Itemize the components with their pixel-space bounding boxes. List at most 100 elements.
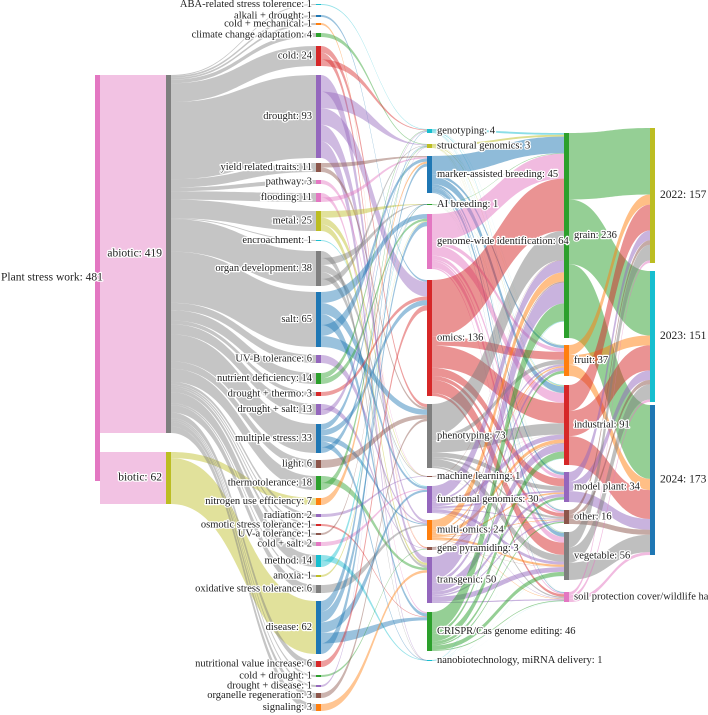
link-functional-genomics-to-soil-protection-cover-wildlife-habitat [432,512,564,599]
node-drought-salt [316,404,321,415]
label-light: light: 6 [282,458,312,469]
link-omics-to-other [432,376,564,517]
link-machine-learning-to-grain [432,259,564,477]
link-multiple-stress-to-multi-omics [321,435,427,525]
link-ai-breeding-to-grain [432,153,564,205]
nodes-layer [95,4,655,711]
node-grain [564,133,569,338]
link-abiotic-drought [171,75,316,180]
link-uv-a-tolerance-to-ai-breeding [321,204,427,535]
label-marker-assisted-breeding: marker-assisted breeding: 45 [437,169,558,180]
node-aba-related-stress-tolerence [316,4,321,5]
label-genotyping: genotyping: 4 [437,125,496,136]
link-structural-genomics-to-grain [432,134,564,146]
link-transgenic-to-grain [432,282,564,580]
node-multiple-stress [316,424,321,453]
label-crispr-cas-genome-editing: CRISPR/Cas genome editing: 46 [437,626,576,637]
link-disease-to-genome-wide-identification [321,221,427,623]
label-multiple-stress: multiple stress: 33 [235,433,312,444]
label-uv-a-tolerance: UV-a tolerance: 1 [238,528,312,539]
label-uv-b-tolerance: UV-B tolerance: 6 [235,353,312,364]
link-organ-development-to-machine-learning [321,265,427,477]
link-transgenic-to-vegetable [432,567,564,602]
link-abiotic-drought-thermo [171,320,316,396]
link-drought-to-multi-omics [321,124,427,523]
link-organ-development-to-ai-breeding [321,204,427,265]
link-abiotic-cold-drought [171,418,316,677]
link-alkali-drought-to-omics [321,15,427,282]
link-abiotic-cold-salt [171,388,316,546]
link-cold-salt-to-functional-genomics [321,488,427,546]
link-machine-learning-to-other [432,476,564,519]
label-abiotic: abiotic: 419 [107,248,162,260]
root-label: Plant stress work: 481 [1,272,103,284]
link-flooding-to-marker-assisted-breeding [321,157,427,202]
label-aba-related-stress-tolerence: ABA-related stress tolerence: 1 [180,0,312,10]
link-abiotic-osmotic-stress-tolerance [171,384,316,526]
label-organelle-regeneration: organelle regeneration: 3 [207,690,312,701]
node-nitrogen-use-efficiency [316,498,321,505]
link-gene-pyramiding-to-soil-protection-cover-wildlife-habitat [432,549,564,600]
node-oxidative-stress-tolerance [316,585,321,593]
label-climate-change-adaptation: climate change adaptation: 4 [192,29,313,40]
link-abiotic-uv-a-tolerance [171,386,316,535]
link-marker-assisted-breeding-to-vegetable [432,187,564,537]
link-abiotic-signaling [171,426,316,711]
link-abiotic-cold [171,46,316,102]
link-abiotic-drought-salt [171,324,316,415]
link-nutrient-deficiency-to-genotyping [321,130,427,379]
link-abiotic-radiation [171,381,316,517]
link-abiotic-nutrient-deficiency [171,310,316,384]
link-abiotic-light [171,361,316,468]
link-abiotic-oxidative-stress-tolerance [171,405,316,593]
node-plant-stress-work [95,75,100,481]
node-soil-protection-cover-wildlife-habitat [564,592,569,602]
link-organ-development-to-nanobiotechnology-mirna-delivery [321,251,427,661]
node-thermotolerance [316,476,321,490]
node-ai-breeding [427,204,432,205]
link-crispr-cas-genome-editing-to-soil-protection-cover-wildlife-habitat [432,600,564,651]
node-anoxia [316,575,321,577]
link-drought-to-transgenic [321,75,427,563]
node-genotyping [427,129,432,133]
label-encroachment: encroachment: 1 [242,235,312,246]
node-cold [316,46,321,66]
link-salt-to-genome-wide-identification [321,214,427,303]
link-multi-omics-to-fruit [432,366,564,532]
link-nanobiotechnology-mirna-delivery-to-industrial [432,458,564,661]
link-drought-disease-to-structural-genomics [321,147,427,687]
link-method-to-ai-breeding [321,204,427,567]
node-flooding [316,193,321,202]
link-aba-related-stress-tolerence-to-genotyping [321,4,427,130]
link-drought-thermo-to-omics [321,296,427,396]
label-2023: 2023: 151 [660,330,707,342]
link-crispr-cas-genome-editing-to-fruit [432,370,564,635]
label-industrial: industrial: 91 [574,419,630,430]
link-root-abiotic [100,75,166,433]
link-abiotic-multiple-stress [171,334,316,453]
label-functional-genomics: functional genomics: 30 [437,494,538,505]
link-abiotic-uv-b-tolerance [171,302,316,363]
label-biotic: biotic: 62 [118,472,162,484]
link-salt-to-phenotyping [321,336,427,415]
link-abiotic-organelle-regeneration [171,421,316,698]
link-genotyping-to-model-plant [432,132,564,473]
link-drought-salt-to-genotyping [321,130,427,416]
node-osmotic-stress-tolerance [316,524,321,526]
link-multi-omics-to-vegetable [432,537,564,567]
link-drought-to-omics [321,108,427,297]
link-other-to-2022 [569,240,650,515]
label-2024: 2024: 173 [660,474,707,486]
node-drought-thermo [316,392,321,396]
label-gene-pyramiding: gene pyramiding: 3 [437,543,519,554]
node-crispr-cas-genome-editing [427,612,432,651]
link-method-to-nanobiotechnology-mirna-delivery [321,555,427,661]
node-organelle-regeneration [316,693,321,698]
node-alkali-drought [316,15,321,17]
node-structural-genomics [427,144,432,148]
label-structural-genomics: structural genomics: 3 [437,140,530,151]
link-anoxia-to-genome-wide-identification [321,220,427,577]
link-nanobiotechnology-mirna-delivery-to-other [432,522,564,661]
label-nutrient-deficiency: nutrient deficiency: 14 [217,373,313,384]
